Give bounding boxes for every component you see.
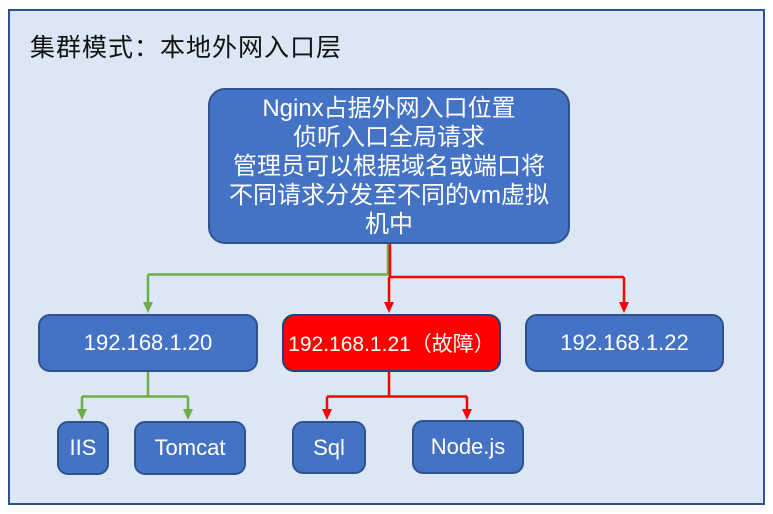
node-server-192-168-1-22: 192.168.1.22 <box>525 314 724 372</box>
node-service-sql: Sql <box>292 421 366 474</box>
diagram-canvas <box>8 9 765 505</box>
node-service-tomcat: Tomcat <box>134 421 246 475</box>
node-service-iis: IIS <box>57 421 109 475</box>
node-service-nodejs: Node.js <box>412 420 524 474</box>
node-server-192-168-1-21-fault: 192.168.1.21（故障） <box>282 314 501 372</box>
diagram-title: 集群模式：本地外网入口层 <box>30 34 343 62</box>
node-nginx-entry: Nginx占据外网入口位置 侦听入口全局请求 管理员可以根据域名或端口将 不同请… <box>208 88 570 244</box>
node-server-192-168-1-20: 192.168.1.20 <box>38 314 258 372</box>
